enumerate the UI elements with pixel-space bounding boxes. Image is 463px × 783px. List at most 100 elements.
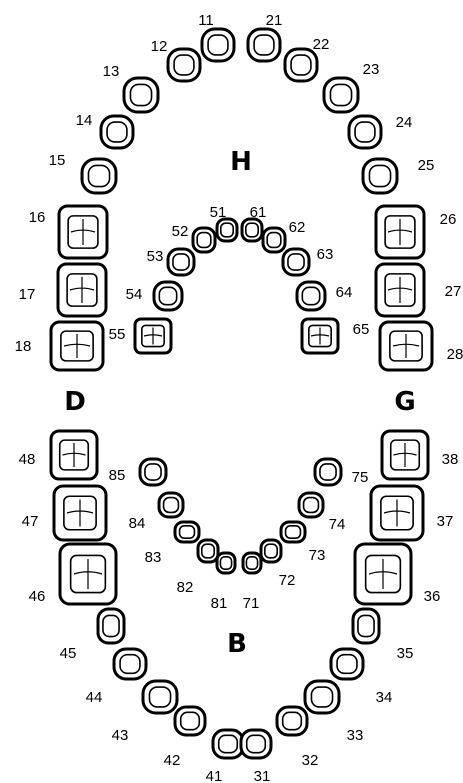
tooth-number-17: 17 xyxy=(19,286,36,303)
tooth-31 xyxy=(241,730,271,758)
tooth-number-25: 25 xyxy=(418,157,435,174)
tooth-42 xyxy=(175,707,205,735)
tooth-45 xyxy=(98,609,124,643)
tooth-number-22: 22 xyxy=(313,36,330,53)
tooth-82 xyxy=(198,540,218,562)
tooth-number-43: 43 xyxy=(112,727,129,744)
tooth-36 xyxy=(355,544,411,604)
tooth-12 xyxy=(168,49,200,81)
tooth-15 xyxy=(82,159,116,193)
tooth-43 xyxy=(143,681,177,713)
tooth-number-47: 47 xyxy=(22,513,39,530)
tooth-number-72: 72 xyxy=(279,572,296,589)
lower-jaw-label: B xyxy=(227,629,247,659)
tooth-number-44: 44 xyxy=(86,689,103,706)
tooth-number-31: 31 xyxy=(254,768,271,783)
tooth-number-51: 51 xyxy=(210,204,227,221)
tooth-18 xyxy=(51,322,103,370)
tooth-number-42: 42 xyxy=(164,752,181,769)
tooth-55 xyxy=(135,319,171,353)
tooth-number-37: 37 xyxy=(437,513,454,530)
upper-jaw-label: H xyxy=(230,147,252,177)
tooth-number-16: 16 xyxy=(29,209,46,226)
tooth-number-12: 12 xyxy=(151,38,168,55)
tooth-number-14: 14 xyxy=(76,112,93,129)
tooth-26 xyxy=(376,206,424,258)
tooth-62 xyxy=(263,228,285,252)
tooth-24 xyxy=(349,116,381,148)
tooth-37 xyxy=(371,486,423,540)
tooth-83 xyxy=(175,522,199,542)
tooth-51 xyxy=(217,219,237,241)
tooth-61 xyxy=(242,219,262,241)
tooth-number-38: 38 xyxy=(442,451,459,468)
tooth-71 xyxy=(243,553,261,573)
tooth-14 xyxy=(101,116,133,148)
tooth-number-23: 23 xyxy=(363,61,380,78)
tooth-28 xyxy=(380,322,432,370)
right-side-label: D xyxy=(64,387,86,417)
tooth-35 xyxy=(353,609,379,643)
tooth-72 xyxy=(261,540,281,562)
tooth-number-64: 64 xyxy=(336,284,353,301)
tooth-number-18: 18 xyxy=(15,338,32,355)
tooth-number-63: 63 xyxy=(317,246,334,263)
tooth-21 xyxy=(248,29,280,61)
tooth-number-33: 33 xyxy=(347,727,364,744)
tooth-84 xyxy=(159,493,183,517)
tooth-number-46: 46 xyxy=(29,588,46,605)
tooth-number-71: 71 xyxy=(243,595,260,612)
tooth-16 xyxy=(59,206,107,258)
tooth-number-36: 36 xyxy=(424,588,441,605)
tooth-64 xyxy=(297,282,325,310)
tooth-number-28: 28 xyxy=(447,346,463,363)
tooth-number-52: 52 xyxy=(172,223,189,240)
tooth-number-82: 82 xyxy=(177,579,194,596)
tooth-number-85: 85 xyxy=(109,467,126,484)
tooth-number-54: 54 xyxy=(126,286,143,303)
tooth-number-61: 61 xyxy=(250,204,267,221)
tooth-44 xyxy=(114,649,146,679)
tooth-number-75: 75 xyxy=(352,469,369,486)
tooth-number-81: 81 xyxy=(211,595,228,612)
tooth-25 xyxy=(363,159,397,193)
tooth-52 xyxy=(193,228,215,252)
tooth-number-41: 41 xyxy=(206,768,223,783)
tooth-65 xyxy=(302,319,338,353)
tooth-number-84: 84 xyxy=(129,515,146,532)
tooth-41 xyxy=(213,730,243,758)
tooth-48 xyxy=(51,431,97,479)
tooth-number-13: 13 xyxy=(103,63,120,80)
tooth-number-15: 15 xyxy=(49,152,66,169)
tooth-number-34: 34 xyxy=(376,689,393,706)
tooth-number-62: 62 xyxy=(289,219,306,236)
tooth-75 xyxy=(315,459,341,485)
tooth-number-21: 21 xyxy=(266,12,283,29)
tooth-81 xyxy=(217,553,235,573)
tooth-number-45: 45 xyxy=(60,645,77,662)
tooth-63 xyxy=(283,249,309,275)
tooth-number-53: 53 xyxy=(147,248,164,265)
tooth-number-65: 65 xyxy=(353,321,370,338)
tooth-number-11: 11 xyxy=(198,12,214,29)
tooth-number-35: 35 xyxy=(397,645,414,662)
tooth-53 xyxy=(168,249,194,275)
tooth-46 xyxy=(60,544,116,604)
tooth-73 xyxy=(281,522,305,542)
tooth-13 xyxy=(124,78,158,112)
tooth-number-32: 32 xyxy=(302,752,319,769)
tooth-17 xyxy=(58,264,106,316)
tooth-22 xyxy=(285,49,317,81)
tooth-32 xyxy=(277,707,307,735)
left-side-label: G xyxy=(394,387,415,417)
tooth-33 xyxy=(305,681,339,713)
tooth-number-73: 73 xyxy=(309,547,326,564)
tooth-number-26: 26 xyxy=(440,211,457,228)
tooth-85 xyxy=(140,459,166,485)
tooth-34 xyxy=(331,649,363,679)
tooth-number-24: 24 xyxy=(396,114,413,131)
tooth-74 xyxy=(299,493,323,517)
tooth-47 xyxy=(54,486,106,540)
tooth-number-74: 74 xyxy=(329,516,346,533)
tooth-38 xyxy=(382,431,428,479)
